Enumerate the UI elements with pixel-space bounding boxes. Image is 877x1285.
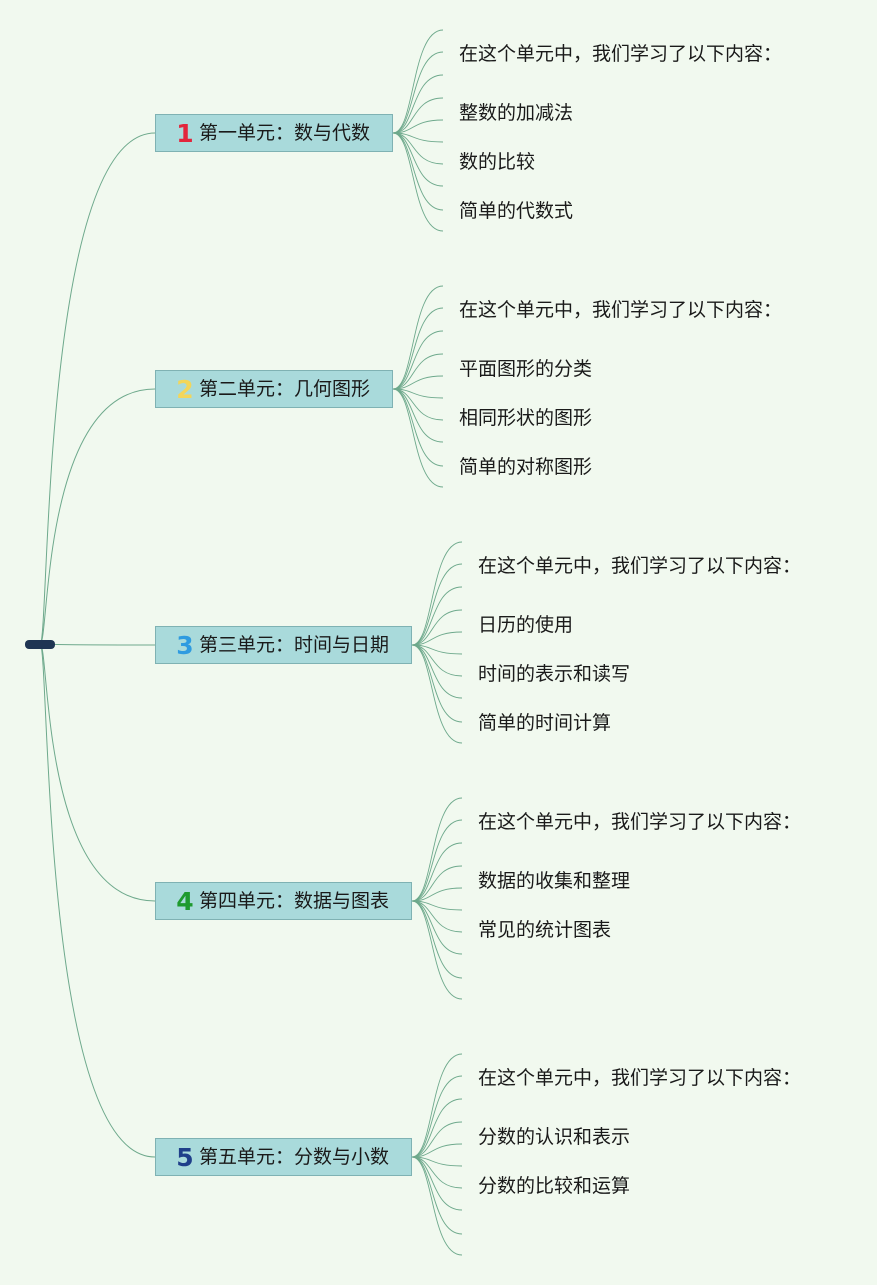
unit-2-branch-9 xyxy=(392,388,444,467)
unit-4-item-1[interactable]: 数据的收集和整理 xyxy=(478,870,631,892)
unit-2-item-1[interactable]: 平面图形的分类 xyxy=(459,358,593,380)
unit-title: 第二单元：几何图形 xyxy=(199,377,371,400)
unit-title: 第一单元：数与代数 xyxy=(199,121,371,144)
unit-title: 第四单元：数据与图表 xyxy=(199,889,390,912)
unit-5-branch-4 xyxy=(411,1121,463,1158)
unit-1-branch-3 xyxy=(392,74,444,134)
unit-3-branch-2 xyxy=(411,563,463,646)
unit-1-item-3[interactable]: 简单的代数式 xyxy=(459,200,574,222)
unit-5-branch-1 xyxy=(411,1053,463,1158)
unit-2-branch-5 xyxy=(392,375,444,390)
unit-3-branch-1 xyxy=(411,541,463,646)
unit-4-branch-10 xyxy=(411,900,463,1000)
unit-title: 第三单元：时间与日期 xyxy=(199,633,390,656)
unit-2-branch-4 xyxy=(392,353,444,390)
unit-5-item-1[interactable]: 分数的认识和表示 xyxy=(478,1126,631,1148)
unit-number-icon: 4 xyxy=(176,886,194,916)
unit-3-item-3[interactable]: 简单的时间计算 xyxy=(478,712,612,734)
unit-4-branch-3 xyxy=(411,842,463,902)
unit-5-branch-2 xyxy=(411,1075,463,1158)
root-link-5 xyxy=(39,643,156,1158)
unit-3-branch-4 xyxy=(411,609,463,646)
unit-1-branch-5 xyxy=(392,119,444,134)
unit-1-branch-7 xyxy=(392,132,444,165)
unit-1-branch-9 xyxy=(392,132,444,211)
unit-title: 第五单元：分数与小数 xyxy=(199,1145,390,1168)
unit-5-branch-9 xyxy=(411,1156,463,1235)
unit-4-intro[interactable]: 在这个单元中，我们学习了以下内容： xyxy=(478,811,802,833)
unit-4-branch-4 xyxy=(411,865,463,902)
unit-3-branch-10 xyxy=(411,644,463,744)
unit-5-branch-5 xyxy=(411,1143,463,1158)
unit-3-item-2[interactable]: 时间的表示和读写 xyxy=(478,663,631,685)
unit-3-branch-5 xyxy=(411,631,463,646)
unit-4-branch-9 xyxy=(411,900,463,979)
unit-number-icon: 2 xyxy=(176,374,194,404)
unit-5-item-2[interactable]: 分数的比较和运算 xyxy=(478,1175,631,1197)
unit-3-branch-9 xyxy=(411,644,463,723)
unit-1-branch-2 xyxy=(392,51,444,134)
unit-1-branch-8 xyxy=(392,132,444,187)
unit-3-branch-3 xyxy=(411,586,463,646)
unit-1-item-2[interactable]: 数的比较 xyxy=(459,151,536,173)
unit-3-intro[interactable]: 在这个单元中，我们学习了以下内容： xyxy=(478,555,802,577)
unit-2-branch-3 xyxy=(392,330,444,390)
root-link-2 xyxy=(39,388,156,645)
root-link-4 xyxy=(39,643,156,902)
unit-1-intro[interactable]: 在这个单元中，我们学习了以下内容： xyxy=(459,43,783,65)
unit-5-branch-7 xyxy=(411,1156,463,1189)
unit-1-branch-1 xyxy=(392,29,444,134)
unit-number-icon: 3 xyxy=(176,630,194,660)
unit-number-icon: 1 xyxy=(176,118,194,148)
unit-number-icon: 5 xyxy=(176,1142,194,1172)
unit-3-branch-7 xyxy=(411,644,463,677)
unit-4-branch-1 xyxy=(411,797,463,902)
root-link-3 xyxy=(39,643,156,646)
unit-2-branch-2 xyxy=(392,307,444,390)
unit-2-branch-8 xyxy=(392,388,444,443)
root-link-1 xyxy=(39,132,156,645)
unit-5-branch-10 xyxy=(411,1156,463,1256)
unit-4-branch-8 xyxy=(411,900,463,955)
unit-1-item-1[interactable]: 整数的加减法 xyxy=(459,102,574,124)
unit-2-branch-7 xyxy=(392,388,444,421)
unit-1-branch-10 xyxy=(392,132,444,232)
unit-3-item-1[interactable]: 日历的使用 xyxy=(478,614,574,636)
unit-3-branch-8 xyxy=(411,644,463,699)
unit-2-intro[interactable]: 在这个单元中，我们学习了以下内容： xyxy=(459,299,783,321)
unit-4-item-2[interactable]: 常见的统计图表 xyxy=(478,919,612,941)
unit-4-branch-5 xyxy=(411,887,463,902)
unit-2-item-3[interactable]: 简单的对称图形 xyxy=(459,456,593,478)
unit-2-branch-1 xyxy=(392,285,444,390)
unit-4-branch-7 xyxy=(411,900,463,933)
unit-1-branch-4 xyxy=(392,97,444,134)
unit-2-branch-10 xyxy=(392,388,444,488)
unit-5-branch-8 xyxy=(411,1156,463,1211)
unit-5-intro[interactable]: 在这个单元中，我们学习了以下内容： xyxy=(478,1067,802,1089)
unit-5-branch-3 xyxy=(411,1098,463,1158)
unit-2-item-2[interactable]: 相同形状的图形 xyxy=(459,407,593,429)
root-node[interactable] xyxy=(25,640,55,649)
unit-4-branch-2 xyxy=(411,819,463,902)
